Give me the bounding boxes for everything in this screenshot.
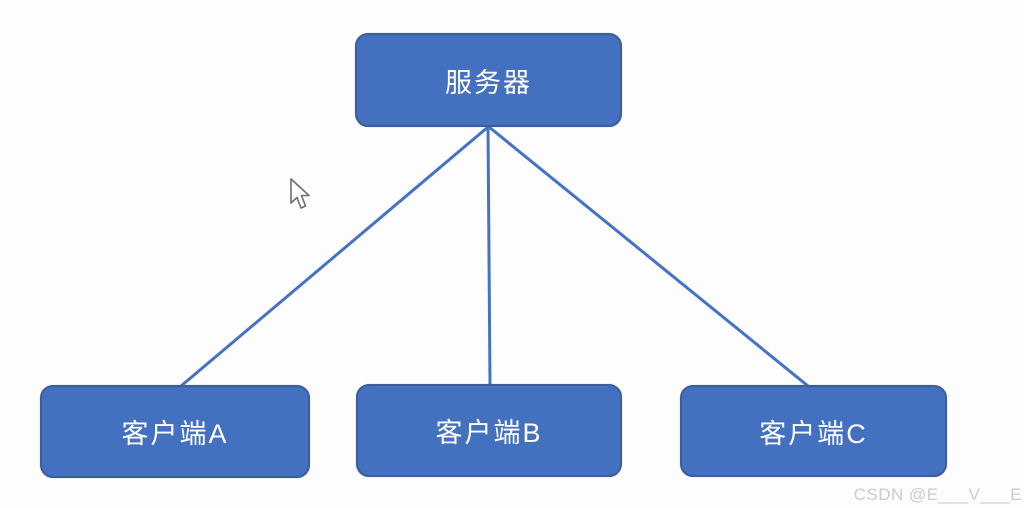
connector-server-client-a (180, 125, 489, 388)
node-client-a[interactable]: 客户端A (40, 385, 310, 478)
node-client-b[interactable]: 客户端B (356, 384, 622, 477)
connector-server-client-b (486, 126, 492, 386)
node-client-b-label: 客户端B (435, 418, 543, 448)
node-client-a-label: 客户端A (121, 419, 229, 449)
node-client-c[interactable]: 客户端C (680, 385, 947, 477)
mouse-cursor-icon (290, 178, 310, 209)
connector-server-client-c (488, 125, 809, 388)
node-server-label: 服务器 (445, 67, 532, 98)
node-server[interactable]: 服务器 (355, 33, 622, 127)
node-client-c-label: 客户端C (759, 418, 868, 449)
csdn-watermark: CSDN @E___V___E (853, 485, 1022, 504)
